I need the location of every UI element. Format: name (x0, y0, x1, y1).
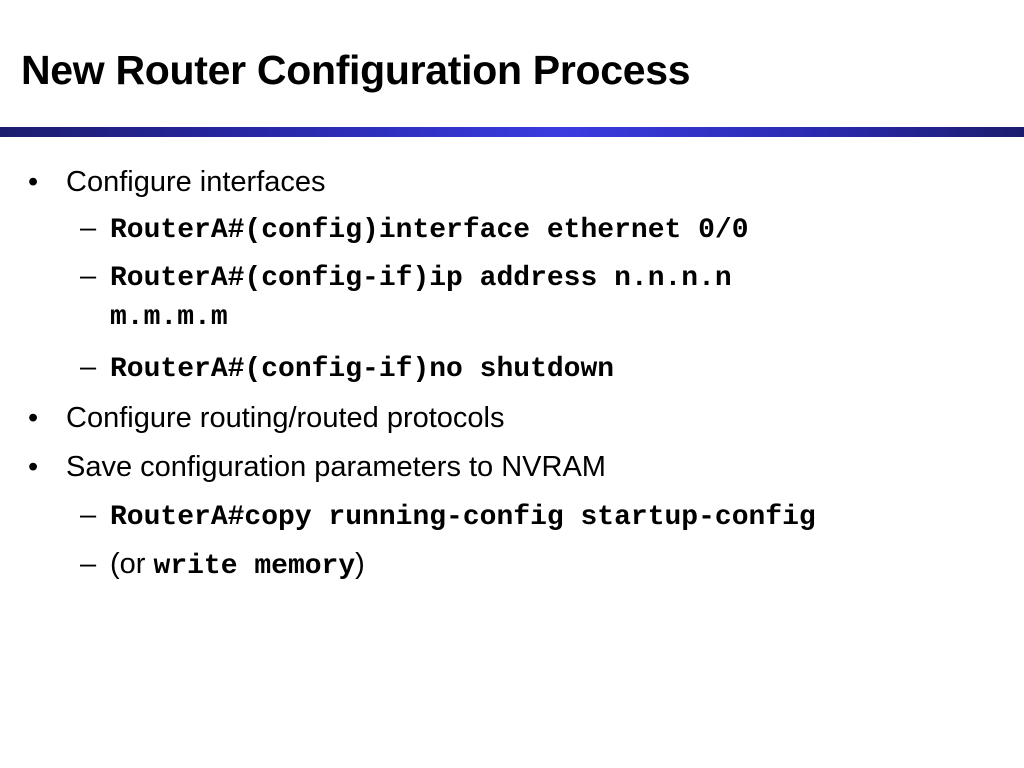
command-continuation: m.m.m.m (110, 302, 228, 333)
sub-item-ip-address-command: –RouterA#(config-if)ip address n.n.n.n (80, 255, 732, 300)
bullet-save-configuration: • Save configuration parameters to NVRAM (28, 449, 606, 485)
sub-dash: – (80, 499, 97, 531)
bullet-configure-routing: • Configure routing/routed protocols (28, 400, 504, 436)
alt-command: write memory (153, 551, 356, 582)
title-divider (0, 127, 1024, 137)
command-text: RouterA#copy running-config startup-conf… (110, 502, 816, 533)
command-text: RouterA#(config)interface ethernet 0/0 (110, 215, 749, 246)
sub-dash: – (80, 548, 97, 580)
sub-dash: – (80, 351, 97, 383)
bullet-text: Save configuration parameters to NVRAM (66, 451, 606, 483)
bullet-dot: • (28, 166, 39, 198)
bullet-text: Configure interfaces (66, 166, 326, 198)
command-text: RouterA#(config-if)ip address n.n.n.n (110, 263, 732, 294)
bullet-dot: • (28, 402, 39, 434)
sub-item-write-memory: –(or write memory) (80, 543, 365, 588)
sub-item-interface-command: –RouterA#(config)interface ethernet 0/0 (80, 207, 749, 252)
alt-suffix: ) (355, 548, 365, 580)
bullet-configure-interfaces: • Configure interfaces (28, 164, 326, 200)
sub-dash: – (80, 212, 97, 244)
slide-title: New Router Configuration Process (21, 47, 691, 93)
command-text: RouterA#(config-if)no shutdown (110, 354, 615, 385)
sub-item-no-shutdown-command: –RouterA#(config-if)no shutdown (80, 346, 614, 391)
sub-dash: – (80, 260, 97, 292)
bullet-dot: • (28, 451, 39, 483)
alt-prefix: (or (110, 548, 146, 580)
bullet-text: Configure routing/routed protocols (66, 402, 505, 434)
sub-item-copy-command: –RouterA#copy running-config startup-con… (80, 494, 816, 539)
